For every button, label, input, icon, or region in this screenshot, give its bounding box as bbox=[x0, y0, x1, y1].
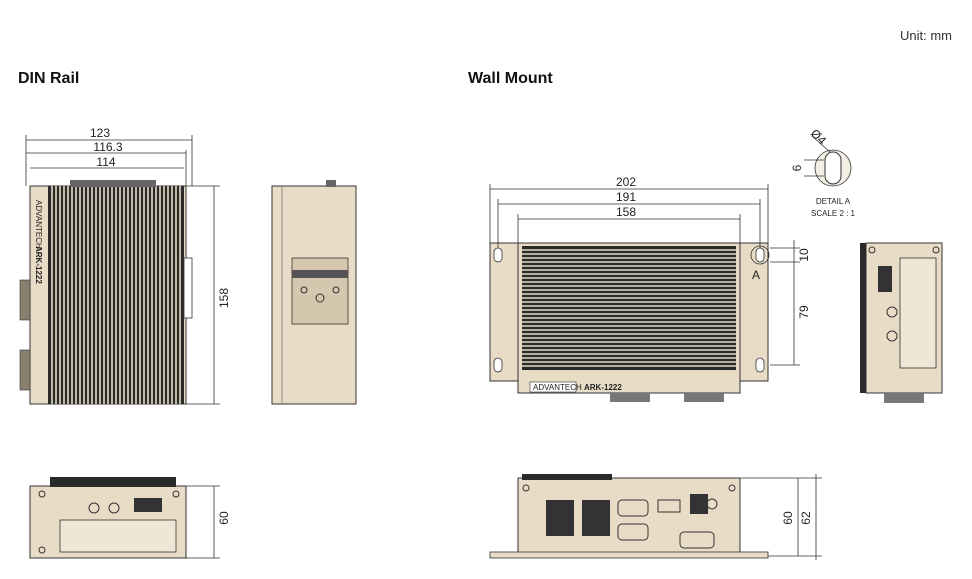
din-front-side-port bbox=[19, 279, 31, 321]
din-bottom-view: 60 bbox=[29, 477, 231, 559]
wall-depth-60: 60 bbox=[781, 511, 795, 525]
detail-a-marker: A bbox=[752, 268, 760, 282]
mount-slot bbox=[755, 247, 765, 263]
din-front-fins bbox=[48, 186, 184, 404]
wall-mount-title: Wall Mount bbox=[468, 70, 553, 87]
din-height-158: 158 bbox=[217, 288, 231, 308]
din-rail-title: DIN Rail bbox=[18, 70, 80, 87]
wall-depth-62: 62 bbox=[799, 511, 813, 525]
mount-slot bbox=[755, 357, 765, 373]
din-front-dimensions bbox=[25, 135, 220, 405]
din-front-model: ARK-1222 bbox=[34, 246, 43, 284]
detail-label: DETAIL A bbox=[816, 197, 851, 206]
din-clip bbox=[183, 257, 193, 319]
din-front-view: ADVANTECH ARK-1222 123 116.3 114 158 bbox=[19, 126, 231, 405]
wall-model: ARK-1222 bbox=[584, 383, 622, 392]
din-front-brand: ADVANTECH bbox=[34, 200, 43, 249]
unit-label: Unit: mm bbox=[900, 28, 952, 43]
wall-width-202: 202 bbox=[616, 175, 636, 189]
detail-scale: SCALE 2 : 1 bbox=[811, 209, 856, 218]
wall-width-191: 191 bbox=[616, 190, 636, 204]
wall-side-view bbox=[860, 242, 943, 403]
wall-brand: ADVANTECH bbox=[533, 383, 582, 392]
wall-vert-79: 79 bbox=[797, 305, 811, 319]
detail-diameter: Ø4 bbox=[808, 126, 829, 147]
din-width-114: 114 bbox=[96, 155, 115, 169]
detail-a: Ø4 6 DETAIL A SCALE 2 : 1 bbox=[790, 126, 856, 218]
din-depth-60: 60 bbox=[217, 511, 231, 525]
din-side-view bbox=[271, 180, 357, 405]
wall-top-view: ADVANTECH ARK-1222 A 202 191 158 10 bbox=[489, 175, 811, 402]
din-front-top-connectors bbox=[70, 180, 156, 187]
din-front-side-port-2 bbox=[19, 349, 31, 391]
detail-gap: 6 bbox=[790, 164, 804, 171]
din-width-116: 116.3 bbox=[93, 140, 122, 154]
wall-heatsink bbox=[522, 246, 736, 370]
wall-top-dimensions bbox=[489, 184, 800, 366]
wall-width-158: 158 bbox=[616, 205, 636, 219]
din-width-123: 123 bbox=[90, 126, 110, 140]
wall-bottom-view: 60 62 bbox=[489, 474, 822, 560]
din-rail-bracket bbox=[291, 257, 349, 325]
mount-slot bbox=[493, 357, 503, 373]
wall-vert-10: 10 bbox=[797, 248, 811, 262]
mount-slot bbox=[493, 247, 503, 263]
